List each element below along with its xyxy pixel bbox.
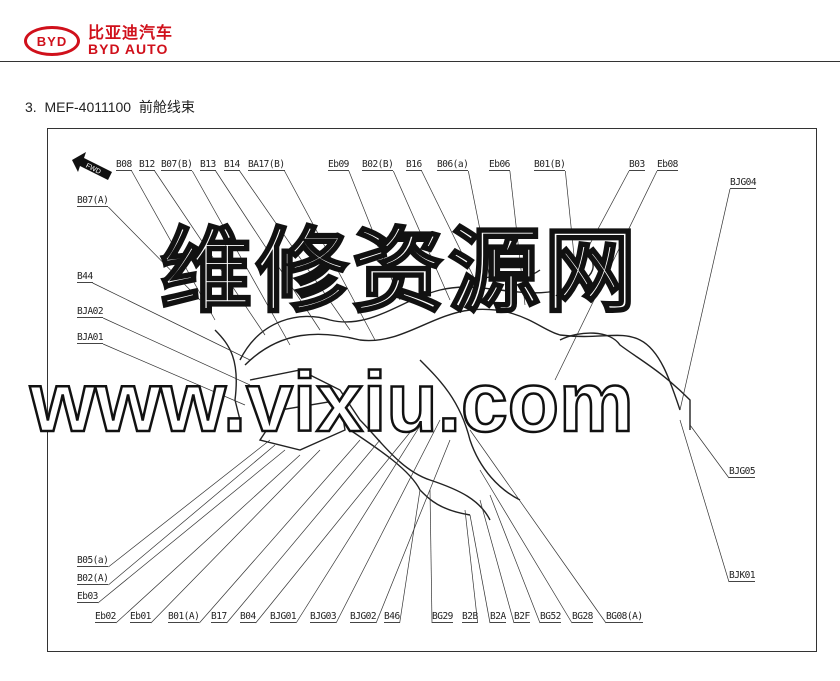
leader-line (239, 170, 351, 331)
connector-label: B01(B) (534, 159, 566, 171)
leader-line (393, 170, 451, 301)
connector-label: Eb03 (77, 591, 98, 603)
leader-line (115, 454, 301, 624)
connector-label: BG29 (432, 611, 453, 623)
leader-line (226, 439, 381, 624)
connector-label: B16 (406, 159, 422, 171)
connector-label: BJA01 (77, 332, 104, 344)
connector-label: BG52 (540, 611, 561, 623)
leader-line (108, 444, 276, 586)
leader-line (509, 170, 526, 306)
connector-label: BJG05 (729, 466, 756, 478)
leader-line (464, 509, 479, 624)
leader-line (131, 170, 216, 321)
connector-label: Eb08 (657, 159, 678, 171)
leader-line (92, 282, 251, 361)
leader-line (469, 514, 491, 624)
header-divider (0, 61, 840, 62)
leader-line (679, 419, 730, 583)
leader-line (108, 206, 201, 301)
leader-line (295, 409, 431, 624)
connector-label: B07(A) (77, 195, 109, 207)
connector-label: B2B (462, 611, 478, 623)
connector-label: B02(A) (77, 573, 109, 585)
brand-name-en: BYD AUTO (88, 41, 169, 57)
connector-label: B05(a) (77, 555, 109, 567)
leader-line (679, 188, 731, 411)
leader-line (108, 439, 271, 568)
leader-line (399, 489, 421, 624)
leader-line (215, 170, 321, 331)
connector-label: Eb01 (130, 611, 151, 623)
connector-label: B08 (116, 159, 132, 171)
connector-label: B03 (629, 159, 645, 171)
leader-line (489, 494, 541, 624)
leader-line (467, 170, 491, 281)
leader-line (469, 429, 607, 624)
logo-text: BYD (36, 33, 68, 49)
leader-line (255, 419, 421, 624)
leader-line (479, 499, 515, 624)
connector-label: B14 (224, 159, 240, 171)
connector-label: BJG02 (350, 611, 377, 623)
leader-line (102, 317, 251, 386)
leader-line (192, 170, 291, 346)
leader-line (199, 439, 361, 624)
leader-line (102, 343, 246, 406)
section-heading: 3. MEF-4011100 前舱线束 (25, 99, 195, 115)
connector-label: BG28 (572, 611, 593, 623)
leader-line (421, 170, 481, 291)
connector-label: B01(A) (168, 611, 200, 623)
connector-label: BJG03 (310, 611, 337, 623)
leader-line (689, 424, 730, 479)
connector-label: Eb09 (328, 159, 349, 171)
connector-label: B2F (514, 611, 530, 623)
harness-wires (214, 249, 691, 521)
leader-line (554, 170, 658, 381)
leader-line (479, 469, 573, 624)
connector-label: B07(B) (161, 159, 193, 171)
connector-label: B04 (240, 611, 256, 623)
leader-line (375, 439, 451, 624)
connector-label: BJK01 (729, 570, 756, 582)
connector-label: BG08(A) (606, 611, 643, 623)
connector-label: BJA02 (77, 306, 104, 318)
watermark-url: www.vixiu.com (29, 355, 635, 450)
fwd-label: FWD (84, 162, 101, 175)
leader-line (429, 489, 433, 624)
connector-label: B2A (490, 611, 506, 623)
connector-label: BA17(B) (248, 159, 285, 171)
leader-line (335, 419, 441, 624)
connector-label: B12 (139, 159, 155, 171)
connector-label: B06(a) (437, 159, 469, 171)
leader-lines (92, 170, 731, 624)
connector-label: B13 (200, 159, 216, 171)
connector-label: B44 (77, 271, 93, 283)
leader-line (564, 170, 576, 266)
connector-label: B46 (384, 611, 400, 623)
leader-line (150, 449, 321, 624)
connector-label: BJG01 (270, 611, 297, 623)
connector-label: B17 (211, 611, 227, 623)
connector-label: BJG04 (730, 177, 757, 189)
diagram-frame (47, 128, 817, 652)
fwd-arrow-icon (72, 152, 112, 180)
watermark-cn: 维修资源网 (159, 218, 641, 325)
leader-line (348, 170, 401, 301)
byd-logo: BYD (24, 26, 80, 56)
leader-line (559, 170, 630, 301)
leader-line (154, 170, 266, 336)
connector-label: Eb06 (489, 159, 510, 171)
leader-line (284, 170, 376, 341)
connector-label: B02(B) (362, 159, 394, 171)
connector-label: Eb02 (95, 611, 116, 623)
brand-name-cn: 比亚迪汽车 (88, 25, 174, 42)
leader-line (97, 449, 286, 604)
